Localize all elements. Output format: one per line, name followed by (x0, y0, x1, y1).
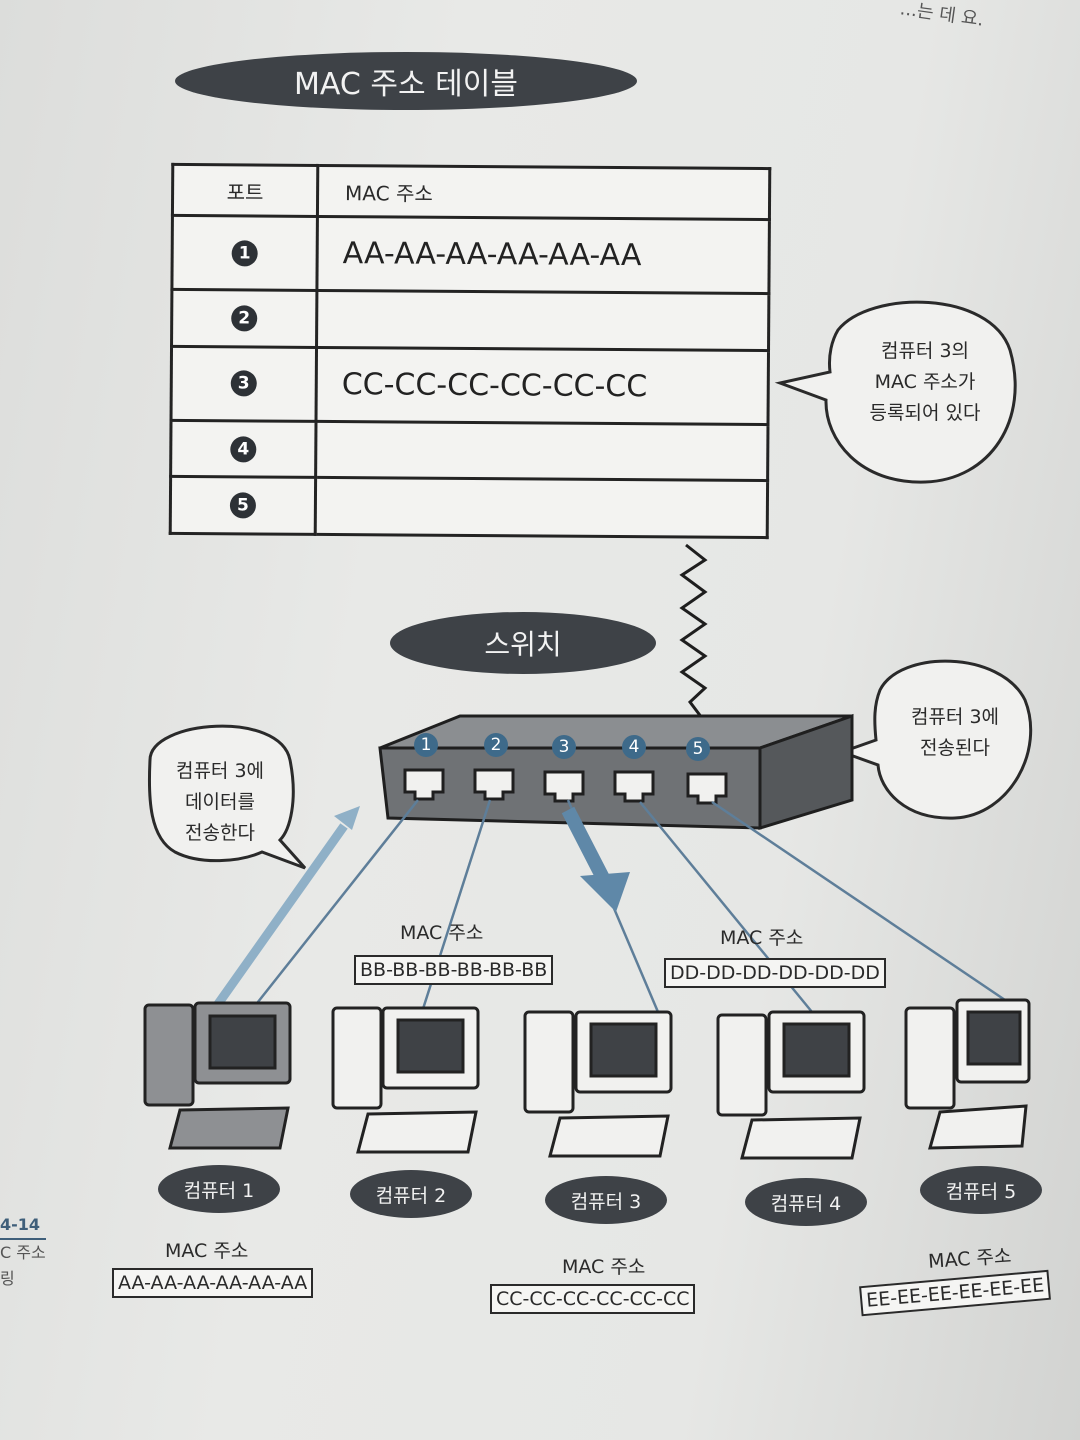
figure-number-caption: 4-14 C 주소 링 (0, 1212, 46, 1292)
mac-box-computer-1: AA-AA-AA-AA-AA-AA (112, 1268, 314, 1298)
caption-line: C 주소 (0, 1243, 46, 1262)
switch-port-1-label: 1 (414, 733, 438, 757)
mac-label-computer-1: MAC 주소 (165, 1240, 249, 1262)
speech-bubble-registered (774, 300, 1017, 484)
table-link-zigzag (679, 543, 708, 723)
computer-1-illustration (143, 1001, 292, 1150)
caption-line: 링 (0, 1269, 15, 1288)
mac-table-title: MAC 주소 테이블 (175, 52, 637, 110)
computer-5-illustration (904, 998, 1031, 1150)
bubble-line: 등록되어 있다 (869, 402, 981, 424)
bubble-line: 데이터를 (185, 791, 255, 813)
bubble-registered-text: 컴퓨터 3의 MAC 주소가 등록되어 있다 (845, 336, 1005, 429)
computer-1-name: 컴퓨터 1 (158, 1165, 280, 1213)
switch-label: 스위치 (390, 612, 656, 674)
speech-bubble-forwarded (837, 659, 1033, 820)
switch-port-4-label: 4 (622, 735, 646, 759)
mac-label-computer-4: MAC 주소 (720, 927, 804, 949)
bubble-line: 컴퓨터 3의 (880, 340, 970, 362)
mac-box-computer-2: BB-BB-BB-BB-BB-BB (354, 955, 554, 985)
mac-label-computer-3: MAC 주소 (562, 1256, 646, 1278)
bubble-line: 컴퓨터 3에 (175, 760, 265, 782)
speech-bubble-send (147, 724, 307, 870)
computer-4-name: 컴퓨터 4 (745, 1178, 867, 1226)
switch-ethernet-ports (403, 768, 728, 805)
bubble-line: 전송한다 (185, 822, 255, 844)
bubble-send-text: 컴퓨터 3에 데이터를 전송한다 (150, 756, 290, 849)
bubble-forwarded-text: 컴퓨터 3에 전송된다 (880, 702, 1030, 764)
computer-2-illustration (331, 1006, 480, 1154)
caption-line: 4-14 (0, 1212, 46, 1240)
forward-data-arrow (561, 806, 630, 912)
mac-box-computer-4: DD-DD-DD-DD-DD-DD (664, 958, 886, 988)
bubble-line: 전송된다 (920, 737, 990, 759)
computer-4-illustration (716, 1010, 866, 1160)
bubble-line: 컴퓨터 3에 (910, 706, 1000, 728)
computer-5-name: 컴퓨터 5 (920, 1166, 1042, 1214)
switch-port-3-label: 3 (552, 735, 576, 759)
mac-label-computer-2: MAC 주소 (400, 922, 484, 944)
computer-2-name: 컴퓨터 2 (350, 1170, 472, 1218)
switch-port-5-label: 5 (686, 737, 710, 761)
computer-3-illustration (523, 1010, 673, 1158)
bubble-line: MAC 주소가 (874, 371, 976, 393)
mac-label-computer-5: MAC 주소 (927, 1245, 1013, 1273)
mac-box-computer-3: CC-CC-CC-CC-CC-CC (490, 1284, 696, 1314)
computer-3-name: 컴퓨터 3 (545, 1176, 667, 1224)
send-data-arrow (214, 806, 360, 1007)
switch-port-2-label: 2 (484, 733, 508, 757)
